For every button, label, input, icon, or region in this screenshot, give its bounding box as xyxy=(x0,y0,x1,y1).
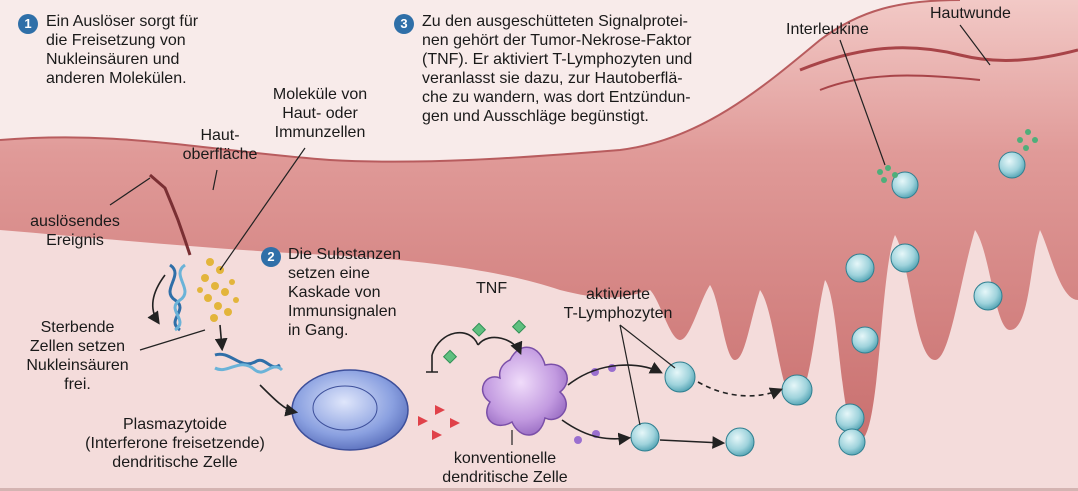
label-activated-t: aktivierte T-Lymphozyten xyxy=(548,285,688,323)
label-conventional-dc: konventionelle dendritische Zelle xyxy=(420,449,590,487)
label-tnf: TNF xyxy=(476,279,536,298)
step-2-text: Die Substanzen setzen eine Kaskade von I… xyxy=(288,245,448,340)
step-1-badge: 1 xyxy=(18,14,38,34)
label-interleukins: Interleukine xyxy=(786,20,906,39)
plasmacytoid-cell xyxy=(292,370,408,450)
step-1-text: Ein Auslöser sorgt für die Freisetzung v… xyxy=(46,12,276,88)
label-skin-surface: Haut- oberfläche xyxy=(165,126,275,164)
step-3-text: Zu den ausgeschütteten Signalprotei- nen… xyxy=(422,12,762,126)
label-dying-cells: Sterbende Zellen setzen Nukleinsäuren fr… xyxy=(15,318,140,394)
label-trigger-event: auslösendes Ereignis xyxy=(15,212,135,250)
label-wound: Hautwunde xyxy=(930,4,1050,23)
step-3-badge: 3 xyxy=(394,14,414,34)
step-2-badge: 2 xyxy=(261,247,281,267)
label-plasmacytoid: Plasmazytoide (Interferone freisetzende)… xyxy=(55,415,295,472)
